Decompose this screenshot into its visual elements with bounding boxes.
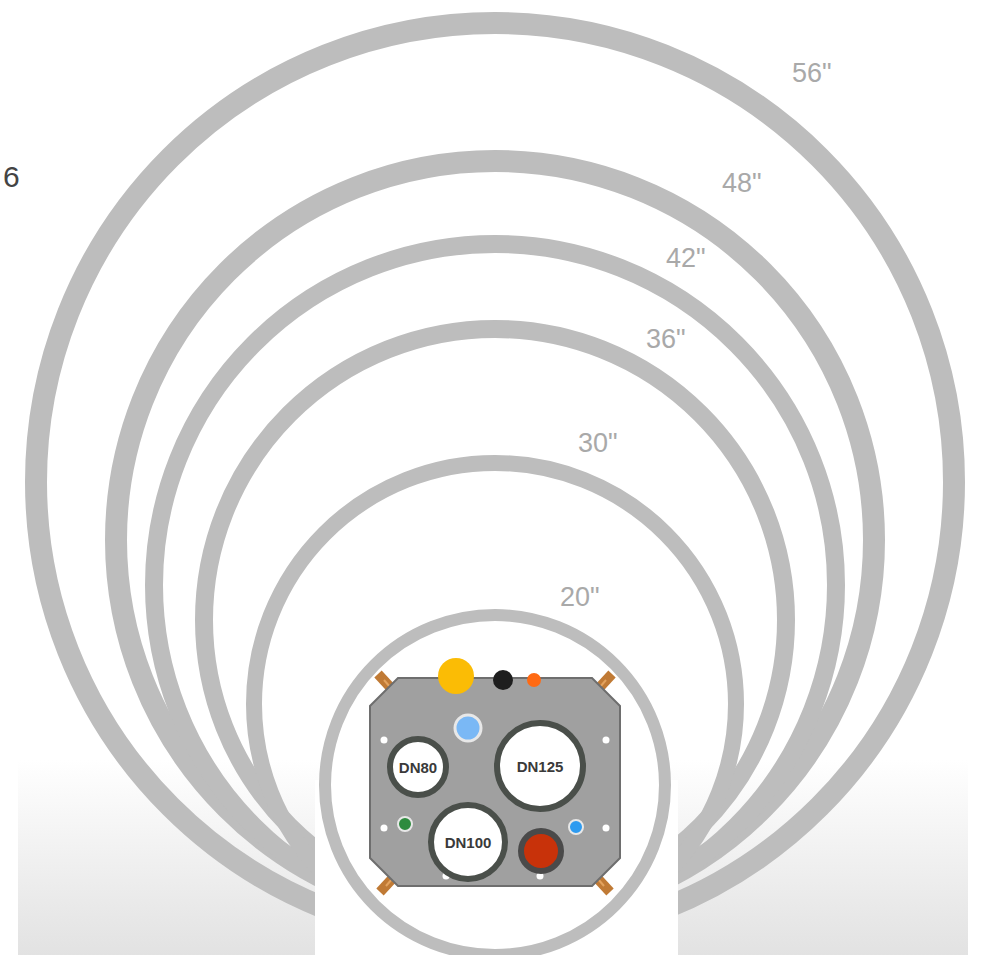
size-label: 56" xyxy=(792,60,832,87)
black-port xyxy=(493,670,513,690)
ring-20 xyxy=(325,615,665,955)
small-blue-port xyxy=(569,820,583,834)
red-port xyxy=(521,831,561,871)
bolt-hole xyxy=(381,737,388,744)
size-label: 20" xyxy=(560,584,600,611)
ring-56 xyxy=(36,23,954,941)
green-port xyxy=(398,817,412,831)
size-label: 36" xyxy=(646,326,686,353)
size-label: 30" xyxy=(578,430,618,457)
pipe-circle-shape xyxy=(497,723,583,809)
pipe-size-text: DN80 xyxy=(399,760,437,775)
pipe-circle: DN125 xyxy=(494,720,586,812)
yellow-port xyxy=(438,658,474,694)
size-label: 42" xyxy=(666,245,706,272)
pipe-circle-shape xyxy=(390,739,446,795)
pipe-text-wrap: DN125 xyxy=(494,720,586,812)
orange-port xyxy=(527,673,541,687)
pipe-circle: DN100 xyxy=(428,802,508,882)
cut-off-text: 6 xyxy=(3,162,20,192)
blue-port xyxy=(455,715,481,741)
pipe-text-wrap: DN100 xyxy=(428,802,508,882)
bolt-hole xyxy=(603,737,610,744)
size-rings xyxy=(36,23,954,945)
pipe-text-wrap: DN80 xyxy=(387,736,449,798)
pipe-circle-shape xyxy=(431,805,505,879)
pipe-circle: DN80 xyxy=(387,736,449,798)
octagon-plate xyxy=(370,678,620,886)
bolt-hole xyxy=(381,825,388,832)
pipe-size-text: DN100 xyxy=(445,835,492,850)
ring-42 xyxy=(154,244,836,926)
size-label: 48" xyxy=(722,170,762,197)
bolt-hole xyxy=(603,825,610,832)
pipe-size-text: DN125 xyxy=(517,759,564,774)
